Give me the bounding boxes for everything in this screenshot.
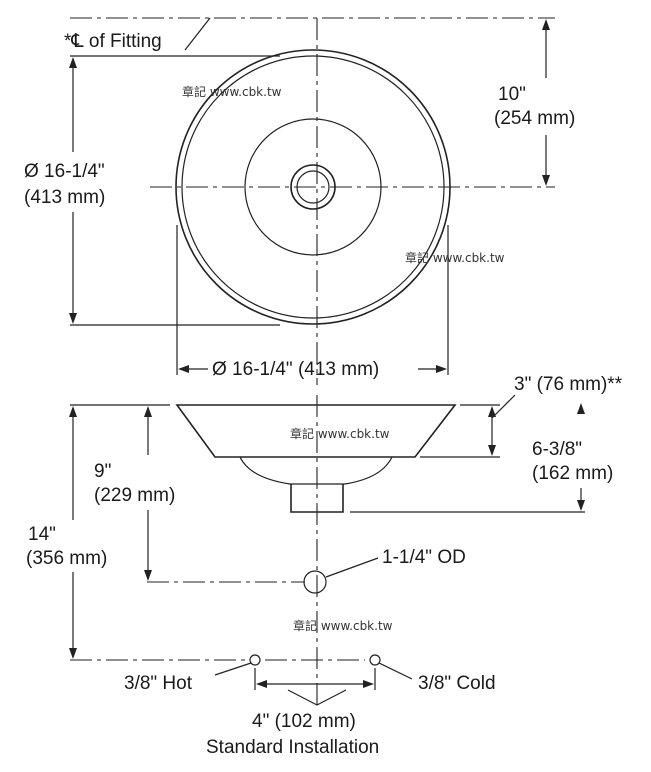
drain-circle-inner <box>296 170 330 204</box>
top-dimension-inch: 10" <box>498 84 526 105</box>
diameter-left-inch: Ø 16-1/4" <box>24 161 105 182</box>
drain-circle-outer <box>290 164 336 210</box>
rim-inner-circle <box>181 55 445 319</box>
drain-height-mm: (229 mm) <box>94 485 175 506</box>
bowl-height-mm: (162 mm) <box>532 463 613 484</box>
hot-supply-circle <box>249 654 261 666</box>
top-dimension-mm: (254 mm) <box>494 108 575 129</box>
diameter-bottom-label: Ø 16-1/4" (413 mm) <box>212 359 379 380</box>
centerline-label: *℄ of Fitting <box>64 31 162 52</box>
rim-height-label: 3" (76 mm)** <box>514 374 623 395</box>
drain-od-label: 1-1/4" OD <box>382 547 466 568</box>
watermark: 章記 www.cbk.tw <box>290 426 390 441</box>
basin-profile <box>175 404 457 458</box>
total-height-mm: (356 mm) <box>26 548 107 569</box>
installation-label: Standard Installation <box>206 737 379 758</box>
top-view <box>69 17 555 385</box>
bowl-circle <box>244 118 382 256</box>
bowl-height-inch: 6-3/8" <box>532 439 582 460</box>
diameter-left-mm: (413 mm) <box>24 187 105 208</box>
watermark: 章記 www.cbk.tw <box>182 84 282 99</box>
hot-supply-label: 3/8" Hot <box>124 673 193 694</box>
rim-outer-circle <box>175 49 451 325</box>
cold-supply-label: 3/8" Cold <box>418 673 496 694</box>
drain-height-inch: 9" <box>94 461 111 482</box>
spacing-label: 4" (102 mm) <box>252 711 356 732</box>
total-height-inch: 14" <box>28 524 56 545</box>
watermark: 章記 www.cbk.tw <box>293 618 393 633</box>
drain-outlet-circle <box>303 570 327 594</box>
cold-supply-circle <box>369 654 381 666</box>
watermark: 章記 www.cbk.tw <box>405 250 505 265</box>
side-view <box>69 394 585 706</box>
